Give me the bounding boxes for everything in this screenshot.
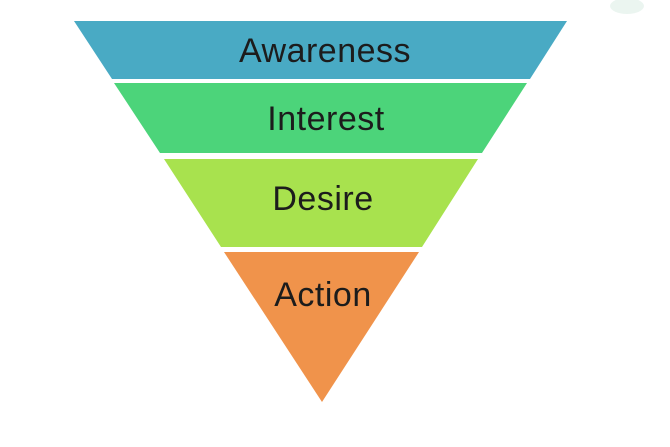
funnel-level-action-label: Action	[274, 276, 372, 314]
background-smudge	[610, 0, 644, 14]
funnel-level-interest-label: Interest	[267, 100, 384, 138]
funnel-level-action	[224, 252, 419, 402]
funnel-level-desire-label: Desire	[272, 180, 373, 218]
funnel-level-desire	[164, 159, 478, 247]
funnel-level-interest	[114, 83, 527, 153]
funnel-level-awareness	[74, 21, 567, 79]
funnel-level-awareness-label: Awareness	[239, 32, 411, 70]
